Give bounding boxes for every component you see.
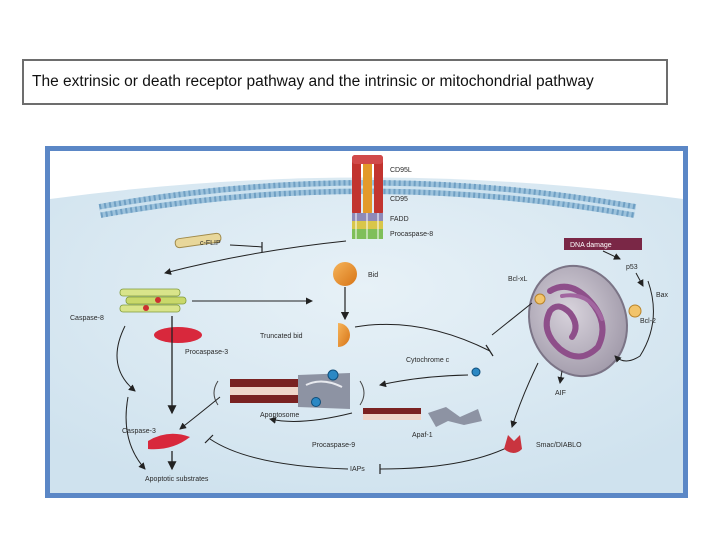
smac-diablo bbox=[504, 435, 522, 453]
label-p53: p53 bbox=[626, 264, 638, 271]
truncated-bid bbox=[338, 323, 350, 347]
label-bid: Bid bbox=[368, 272, 378, 279]
caspase3 bbox=[148, 433, 190, 450]
death-receptor-complex bbox=[352, 155, 383, 239]
procaspase9 bbox=[363, 408, 421, 420]
label-cytochrome-c: Cytochrome c bbox=[406, 357, 450, 364]
label-apoptosome: Apoptosome bbox=[260, 412, 299, 419]
label-iaps: IAPs bbox=[350, 466, 365, 473]
label-aif: AIF bbox=[555, 390, 566, 397]
pathway-figure: CD95L CD95 FADD Procaspase-8 c-FLIP Bid … bbox=[45, 146, 688, 498]
apoptosome bbox=[213, 369, 365, 409]
slide-title-box: The extrinsic or death receptor pathway … bbox=[22, 59, 668, 105]
caspase8-complex bbox=[119, 288, 187, 313]
mitochondrion bbox=[527, 264, 629, 378]
slide-title: The extrinsic or death receptor pathway … bbox=[32, 73, 594, 90]
label-bcl2: Bcl-2 bbox=[640, 318, 656, 325]
label-fadd: FADD bbox=[390, 216, 409, 223]
label-cd95: CD95 bbox=[390, 196, 408, 203]
label-procaspase3: Procaspase-3 bbox=[185, 349, 228, 356]
label-truncated-bid: Truncated bid bbox=[260, 333, 303, 340]
pathway-diagram: CD95L CD95 FADD Procaspase-8 c-FLIP Bid … bbox=[50, 155, 683, 493]
label-caspase3: Caspase-3 bbox=[122, 428, 156, 435]
label-caspase8: Caspase-8 bbox=[70, 315, 104, 322]
cytoplasm bbox=[50, 177, 683, 493]
label-procaspase8: Procaspase-8 bbox=[390, 231, 433, 238]
label-bax: Bax bbox=[656, 292, 669, 299]
label-apoptotic-substrates: Apoptotic substrates bbox=[145, 476, 209, 483]
label-smac: Smac/DIABLO bbox=[536, 442, 582, 449]
dna-damage-box bbox=[564, 238, 642, 250]
label-dna-damage: DNA damage bbox=[570, 242, 612, 249]
procaspase3 bbox=[154, 327, 202, 343]
cytochrome-c-molecule bbox=[471, 367, 481, 377]
label-cd95l: CD95L bbox=[390, 167, 412, 174]
bid-protein bbox=[333, 262, 357, 286]
label-cflip: c-FLIP bbox=[200, 240, 221, 247]
label-procaspase9: Procaspase-9 bbox=[312, 442, 355, 449]
cflip-molecule: c-FLIP bbox=[174, 232, 222, 249]
apaf1 bbox=[428, 407, 482, 427]
label-bclxl: Bcl-xL bbox=[508, 276, 528, 283]
label-apaf1: Apaf-1 bbox=[412, 432, 433, 439]
